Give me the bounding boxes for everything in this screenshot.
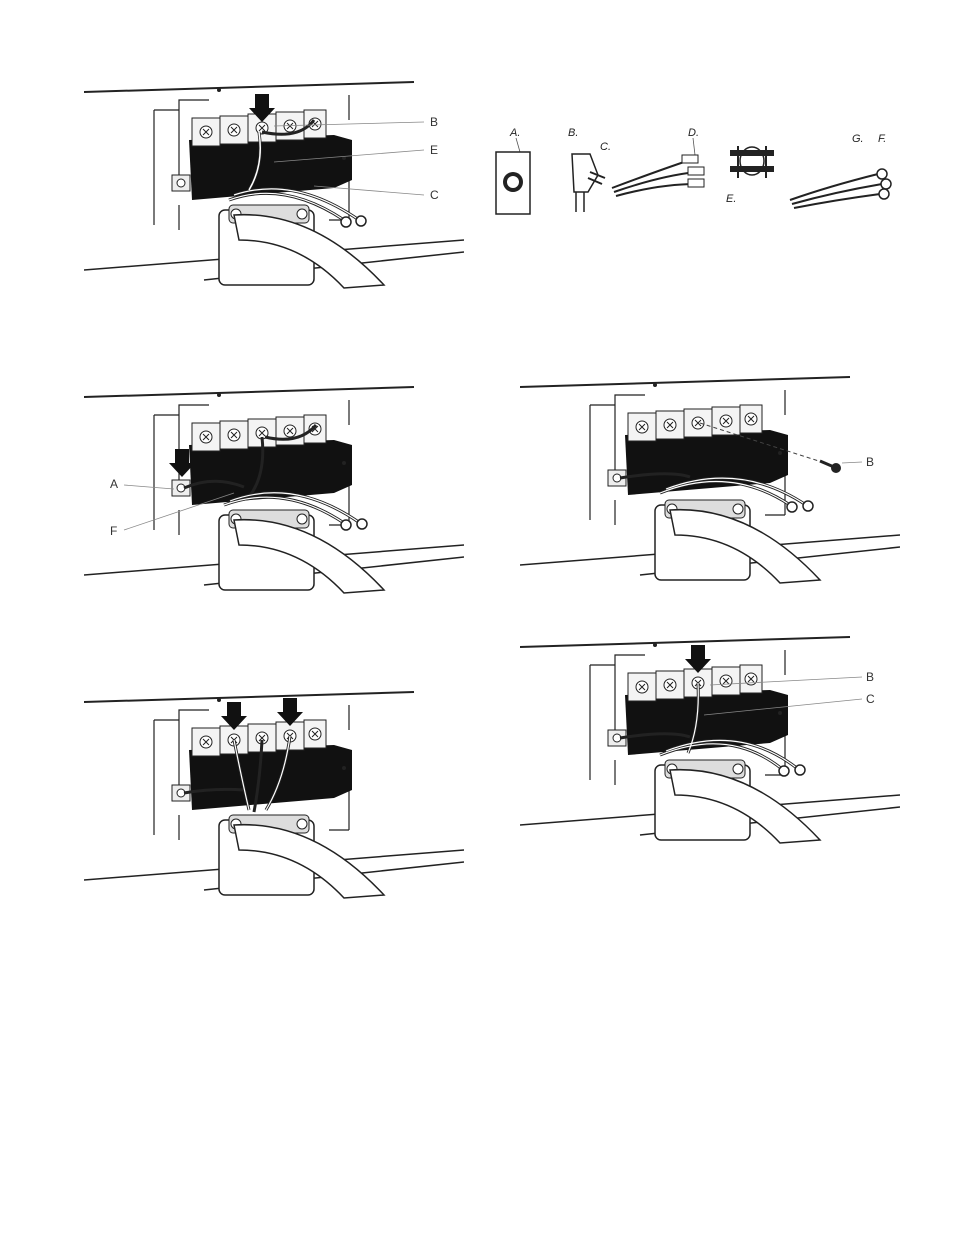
label-b: B. [568,127,578,139]
label-c: C [866,692,875,706]
label-f: F [110,524,117,538]
label-b: B [866,455,874,469]
label-b: B [866,670,874,684]
label-c: C [430,188,439,202]
diagram-1-neutral-terminal: B E C [84,80,464,300]
parts-legend: A. B. C. D. E. G. F. [490,120,900,230]
diagram-5-outer-terminals [84,690,464,910]
diagram-3-ground-screw: A F [84,385,464,605]
label-a: A [110,477,118,491]
diagram-4-remove-screw: B [520,375,900,595]
label-f: F. [878,133,886,145]
label-a: A. [509,127,520,139]
strain-relief-icon [730,146,774,178]
diagram-6-center-terminal: B C [520,635,900,855]
label-g: G. [852,133,864,145]
wire-connectors-icon [611,154,705,197]
label-c: C. [600,141,611,153]
screw-icon [819,459,841,473]
plug-icon [571,153,599,193]
ring-terminal-wires-icon [789,168,892,209]
label-d: D. [688,127,699,139]
label-e: E [430,143,438,157]
label-b: B [430,115,438,129]
label-e: E. [726,193,736,205]
